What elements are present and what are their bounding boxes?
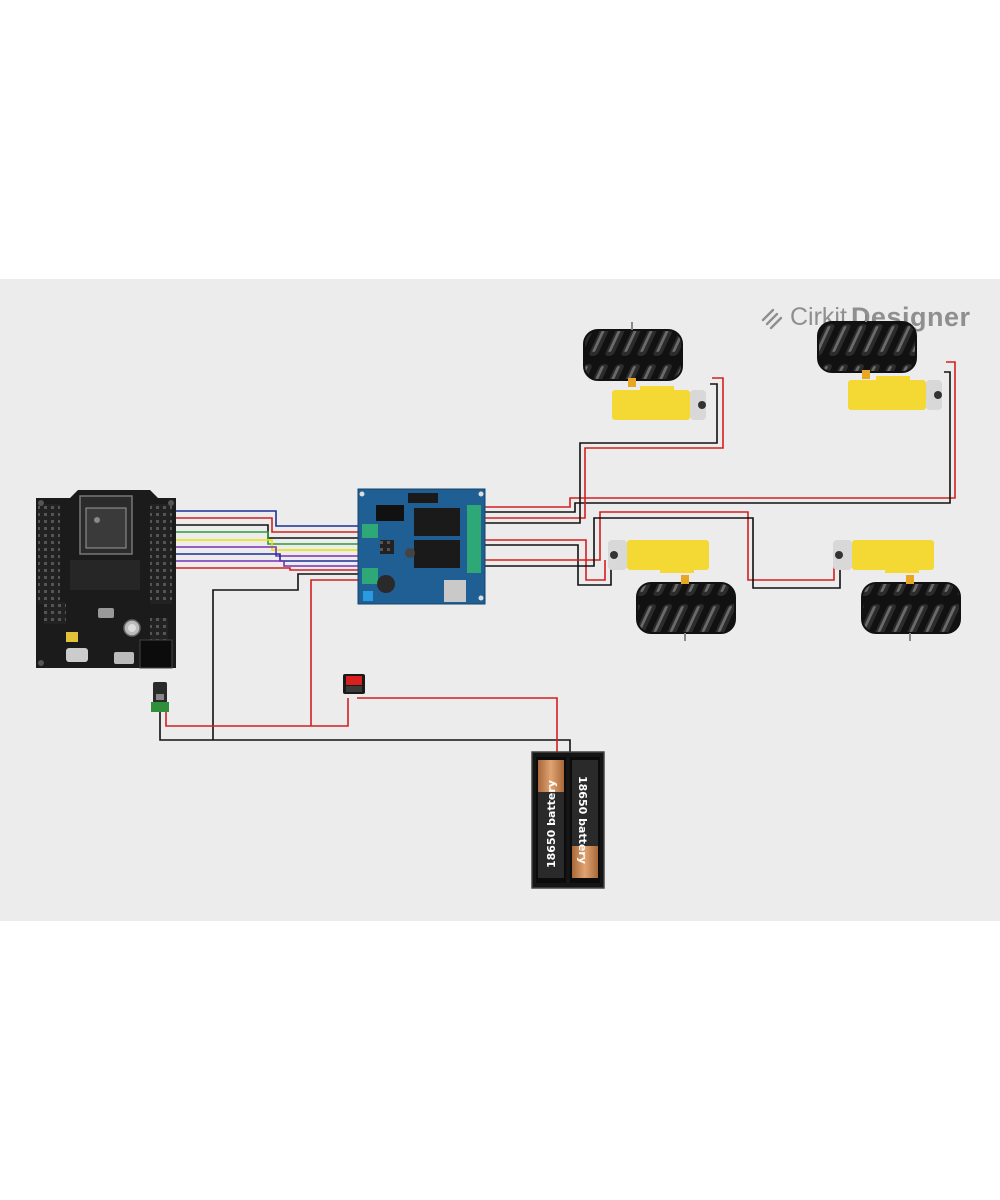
usb-port (444, 580, 466, 602)
wire-m1-black (484, 371, 951, 513)
wire-m4-red (484, 511, 835, 581)
micro-usb-port (98, 608, 114, 618)
battery-cell-1-label: 18650 battery (545, 780, 558, 868)
wheel-bottom-left (636, 575, 736, 641)
battery-cell-2: 18650 battery (572, 760, 598, 878)
wire-vin-driver (310, 579, 360, 726)
battery-cell-2-label: 18650 battery (576, 776, 589, 864)
usb-c-port (66, 648, 88, 662)
dc-barrel-socket (139, 639, 173, 669)
wire-m1-red (484, 361, 956, 508)
motor-top-left (612, 386, 706, 420)
wire-blue-1 (168, 510, 360, 527)
battery-holder[interactable]: 18650 battery 18650 battery (531, 751, 605, 889)
wire-purple-2 (168, 560, 360, 567)
esp32-board[interactable] (36, 490, 176, 669)
wire-m2-black (484, 383, 718, 524)
wire-m3-red (484, 539, 606, 581)
jumper-cap (66, 632, 78, 642)
esp32-left-header (38, 504, 60, 604)
wire-m4-black (484, 517, 841, 589)
terminal-block-right (467, 505, 481, 573)
rocker-switch[interactable] (343, 674, 365, 694)
wire-blue-2 (168, 553, 360, 562)
wheel-top-right (817, 314, 917, 379)
wire-m2-red (484, 377, 724, 519)
wire-green-1 (168, 531, 360, 545)
wheel-bottom-right (861, 575, 961, 641)
wire-gnd-driver (212, 573, 360, 740)
terminal-block-left-top (362, 524, 378, 538)
wire-batt-plus (357, 697, 558, 752)
wire-purple-1 (168, 546, 360, 557)
wheel-top-left (583, 322, 683, 387)
motor-driver-board[interactable] (357, 488, 486, 605)
wire-yellow-1 (168, 539, 360, 551)
driver-chip-bottom (414, 540, 460, 568)
motor-top-right (848, 376, 942, 410)
motor-bottom-left (608, 540, 709, 573)
terminal-block-left-bottom (362, 568, 378, 584)
wire-gnd-main (159, 712, 571, 752)
wires (159, 361, 956, 752)
esp32-right-header (150, 504, 172, 604)
driver-ic (376, 505, 404, 521)
wire-m3-black (484, 544, 612, 586)
wire-red-2 (168, 567, 360, 571)
wire-red-1 (168, 517, 360, 533)
battery-cell-1: 18650 battery (538, 760, 564, 878)
motor-bottom-right (833, 540, 934, 573)
driver-chip-top (414, 508, 460, 536)
inductor (377, 575, 395, 593)
dc-power-jack[interactable] (151, 682, 169, 712)
wire-vin-jack (165, 698, 349, 727)
cirkit-logo-icon (761, 308, 783, 330)
